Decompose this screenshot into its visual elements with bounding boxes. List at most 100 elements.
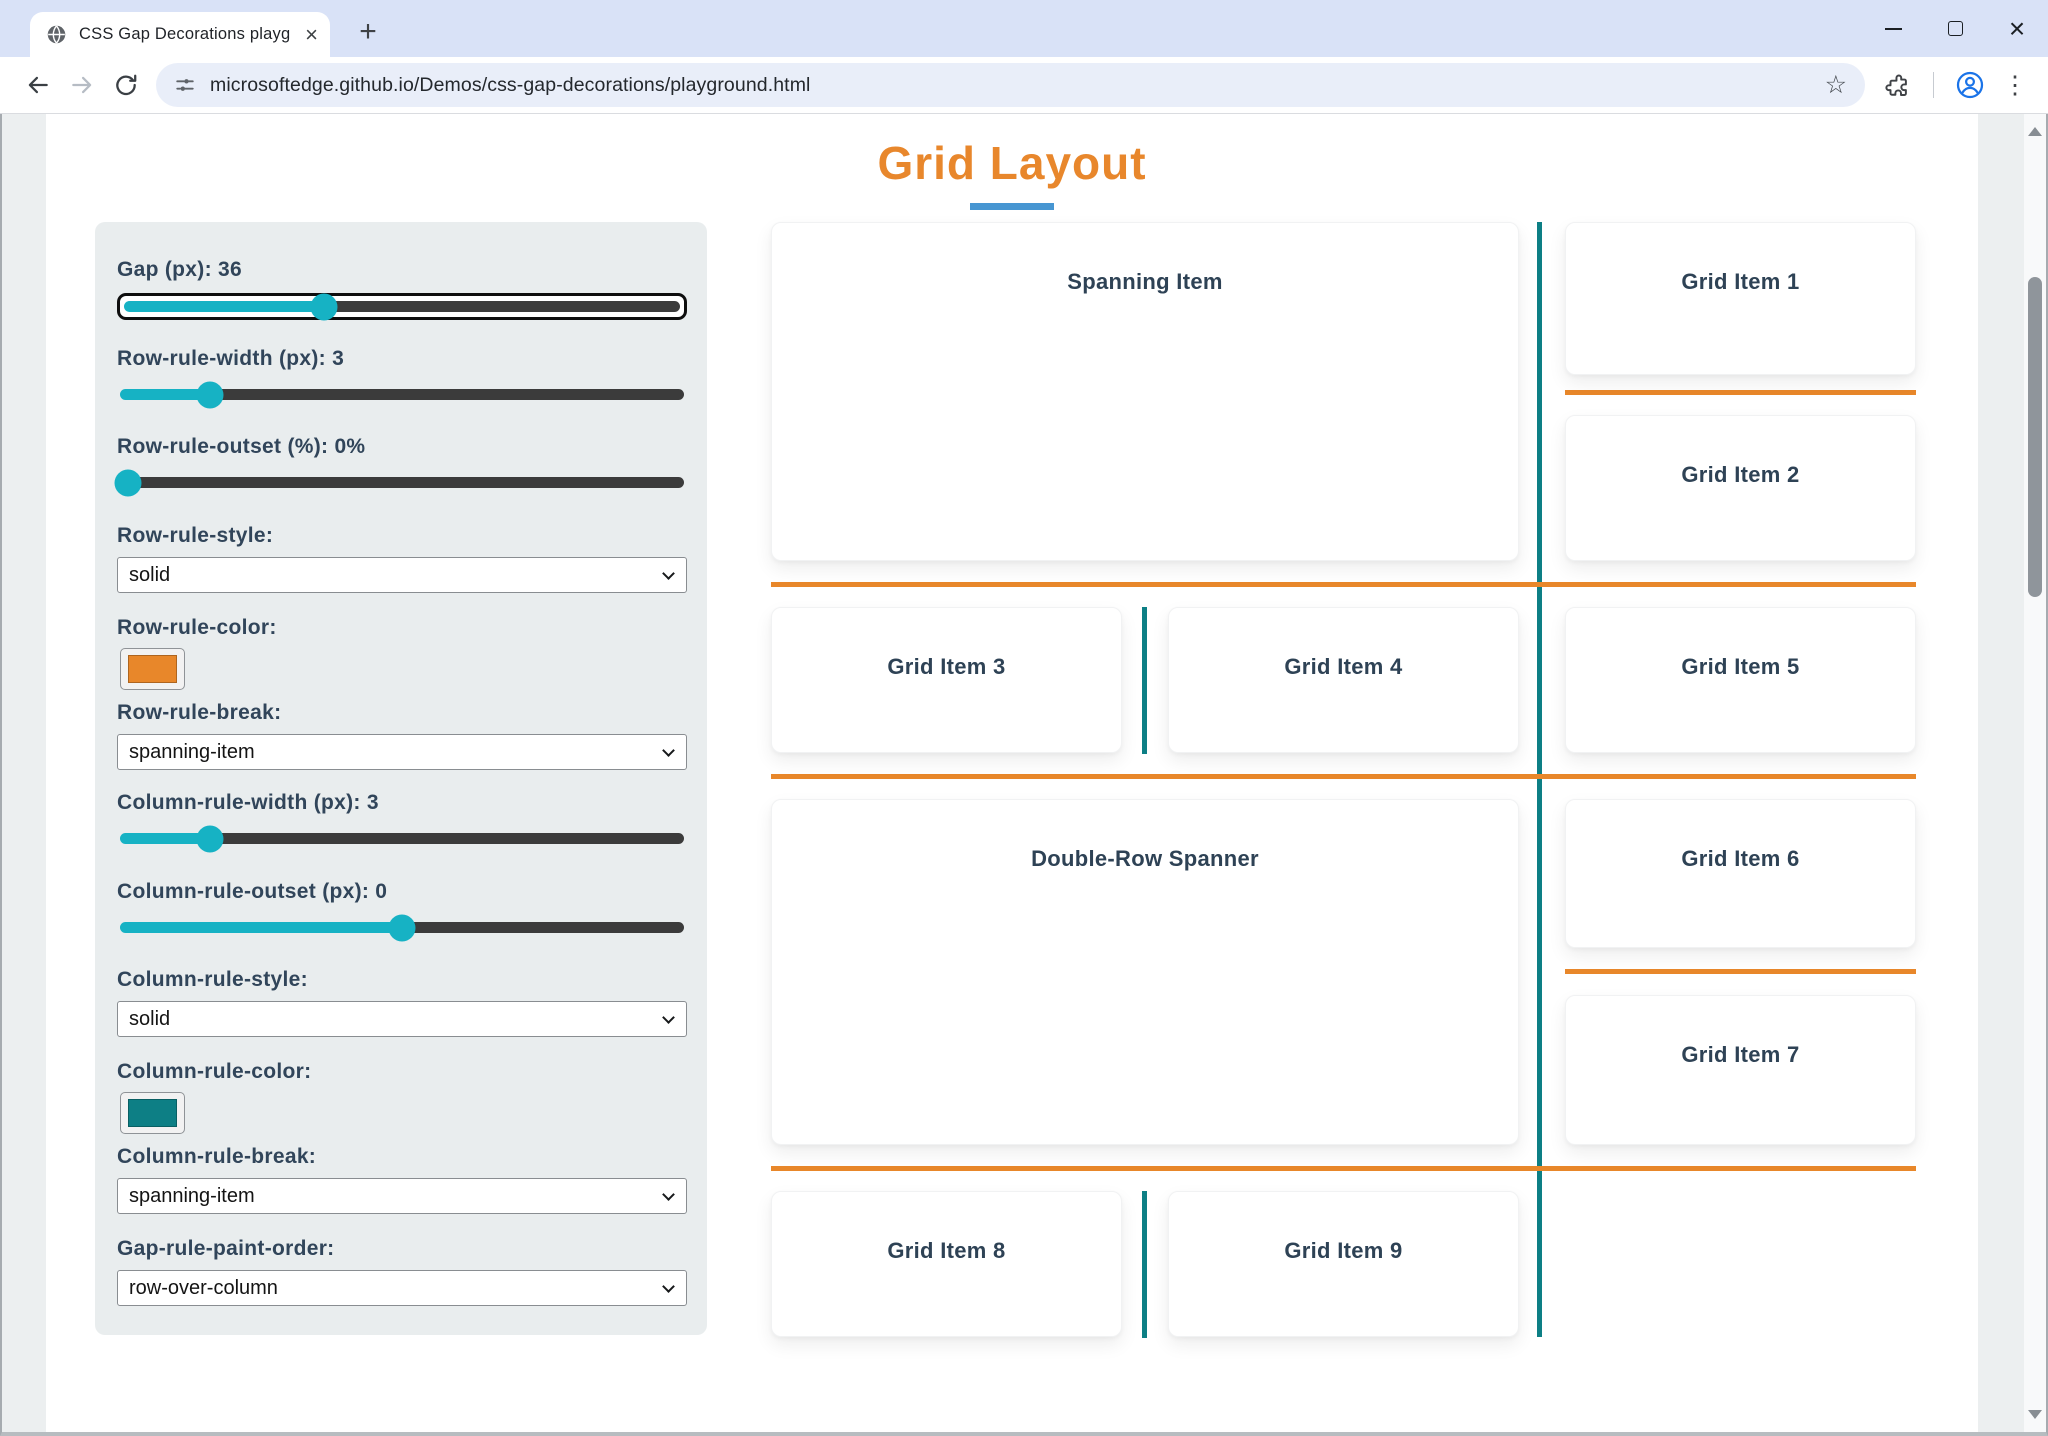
page-content: Grid Layout Gap (px): 36 Row-rule-width … [46,114,1978,1432]
scroll-down-arrow-icon[interactable] [2028,1410,2042,1419]
row-rule [771,582,1916,587]
scrollbar-thumb[interactable] [2028,277,2042,597]
column-rule-style-select[interactable]: solid [117,1001,687,1037]
gap-rule-paint-order-value: row-over-column [129,1277,278,1299]
column-rule [1537,222,1542,1337]
row-rule-style-select[interactable]: solid [117,557,687,593]
row-rule [1565,390,1916,395]
grid-item-3: Grid Item 3 [771,607,1122,753]
grid-item-1: Grid Item 1 [1565,222,1916,375]
row-rule-width-label: Row-rule-width (px): 3 [117,347,345,370]
forward-button[interactable] [60,63,104,107]
globe-favicon-icon [46,24,67,45]
browser-toolbar: microsoftedge.github.io/Demos/css-gap-de… [0,57,2048,114]
window-maximize-button[interactable] [1924,0,1986,57]
row-rule-break-label: Row-rule-break: [117,701,282,724]
row-rule-outset-slider[interactable] [114,469,684,496]
url-text[interactable]: microsoftedge.github.io/Demos/css-gap-de… [210,73,811,96]
controls-panel: Gap (px): 36 Row-rule-width (px): 3 Row-… [95,222,707,1335]
title-underline [970,203,1054,210]
row-rule-style-value: solid [129,564,171,586]
back-button[interactable] [16,63,60,107]
chevron-down-icon [662,1188,675,1201]
chevron-down-icon [662,1011,675,1024]
column-rule-color-picker[interactable] [120,1092,185,1134]
bookmark-star-icon[interactable]: ☆ [1824,71,1847,99]
column-rule-outset-slider-thumb[interactable] [388,914,416,941]
row-rule-color-control: Row-rule-color: [117,614,687,690]
gap-rule-paint-order-label: Gap-rule-paint-order: [117,1237,335,1260]
row-rule-break-value: spanning-item [129,741,255,763]
grid-item-8: Grid Item 8 [771,1191,1122,1337]
gap-slider[interactable] [124,293,680,320]
grid-item-double-row-spanner: Double-Row Spanner [771,799,1519,1145]
grid-item-4: Grid Item 4 [1168,607,1519,753]
maximize-icon [1947,21,1963,36]
column-rule [1142,1191,1147,1338]
grid-item-9: Grid Item 9 [1168,1191,1519,1337]
row-rule-style-control: Row-rule-style: solid [117,522,687,593]
page-title: Grid Layout [877,137,1147,189]
row-rule-width-control: Row-rule-width (px): 3 [117,345,687,408]
gap-control: Gap (px): 36 [117,256,687,320]
browser-titlebar: CSS Gap Decorations playgroun × + × [0,0,2048,57]
tab-close-icon[interactable]: × [305,21,318,47]
row-rule-outset-slider-thumb[interactable] [114,469,142,496]
row-rule-break-select[interactable]: spanning-item [117,734,687,770]
column-rule-break-label: Column-rule-break: [117,1145,317,1168]
minimize-icon [1884,27,1902,30]
row-rule-width-slider[interactable] [120,381,684,408]
toolbar-separator [1933,72,1934,98]
column-rule-style-value: solid [129,1008,171,1030]
reload-button[interactable] [104,63,148,107]
gap-slider-focus-ring [117,293,687,320]
grid-item-spanning: Spanning Item [771,222,1519,561]
chevron-down-icon [662,1280,675,1293]
extensions-puzzle-icon[interactable] [1875,63,1919,107]
toolbar-right: ⋮ [1875,63,2032,107]
column-rule [1142,607,1147,754]
row-rule-color-picker[interactable] [120,648,185,690]
row-rule-width-slider-thumb[interactable] [196,381,224,408]
column-rule-color-swatch [128,1099,177,1127]
vertical-scrollbar[interactable] [2024,114,2046,1432]
page-viewport: Grid Layout Gap (px): 36 Row-rule-width … [0,114,2048,1436]
grid-item-7: Grid Item 7 [1565,995,1916,1145]
column-rule-break-value: spanning-item [129,1185,255,1207]
chevron-down-icon [662,567,675,580]
row-rule-break-control: Row-rule-break: spanning-item [117,699,687,770]
browser-menu-icon[interactable]: ⋮ [2002,71,2028,99]
row-rule-color-label: Row-rule-color: [117,616,277,639]
gap-slider-thumb[interactable] [310,293,338,320]
column-rule-width-control: Column-rule-width (px): 3 [117,789,687,852]
column-rule-style-control: Column-rule-style: solid [117,966,687,1037]
row-rule-style-label: Row-rule-style: [117,524,274,547]
row-rule-outset-control: Row-rule-outset (%): 0% [114,433,687,496]
column-rule-width-slider[interactable] [120,825,684,852]
gap-rule-paint-order-select[interactable]: row-over-column [117,1270,687,1306]
column-rule-outset-slider[interactable] [120,914,684,941]
new-tab-button[interactable]: + [359,15,377,48]
grid-item-2: Grid Item 2 [1565,415,1916,561]
chevron-down-icon [662,744,675,757]
window-close-button[interactable]: × [1986,0,2048,57]
row-rule [771,774,1916,779]
row-rule [1565,969,1916,974]
browser-tab[interactable]: CSS Gap Decorations playgroun × [30,12,330,57]
row-rule-outset-label: Row-rule-outset (%): 0% [117,435,366,458]
address-bar[interactable]: microsoftedge.github.io/Demos/css-gap-de… [156,63,1865,107]
profile-avatar-icon[interactable] [1948,63,1992,107]
grid-item-5: Grid Item 5 [1565,607,1916,753]
row-rule-color-swatch [128,655,177,683]
column-rule-width-slider-thumb[interactable] [196,825,224,852]
column-rule-break-control: Column-rule-break: spanning-item [117,1143,687,1214]
column-rule-width-label: Column-rule-width (px): 3 [117,791,379,814]
column-rule-outset-label: Column-rule-outset (px): 0 [117,880,388,903]
column-rule-outset-control: Column-rule-outset (px): 0 [117,878,687,941]
column-rule-break-select[interactable]: spanning-item [117,1178,687,1214]
gap-rule-paint-order-control: Gap-rule-paint-order: row-over-column [117,1235,687,1306]
site-info-icon[interactable] [174,74,196,96]
scroll-up-arrow-icon[interactable] [2028,127,2042,136]
window-minimize-button[interactable] [1862,0,1924,57]
grid-playground: Spanning Item Grid Item 1 Grid Item 2 Gr… [771,222,1916,1338]
